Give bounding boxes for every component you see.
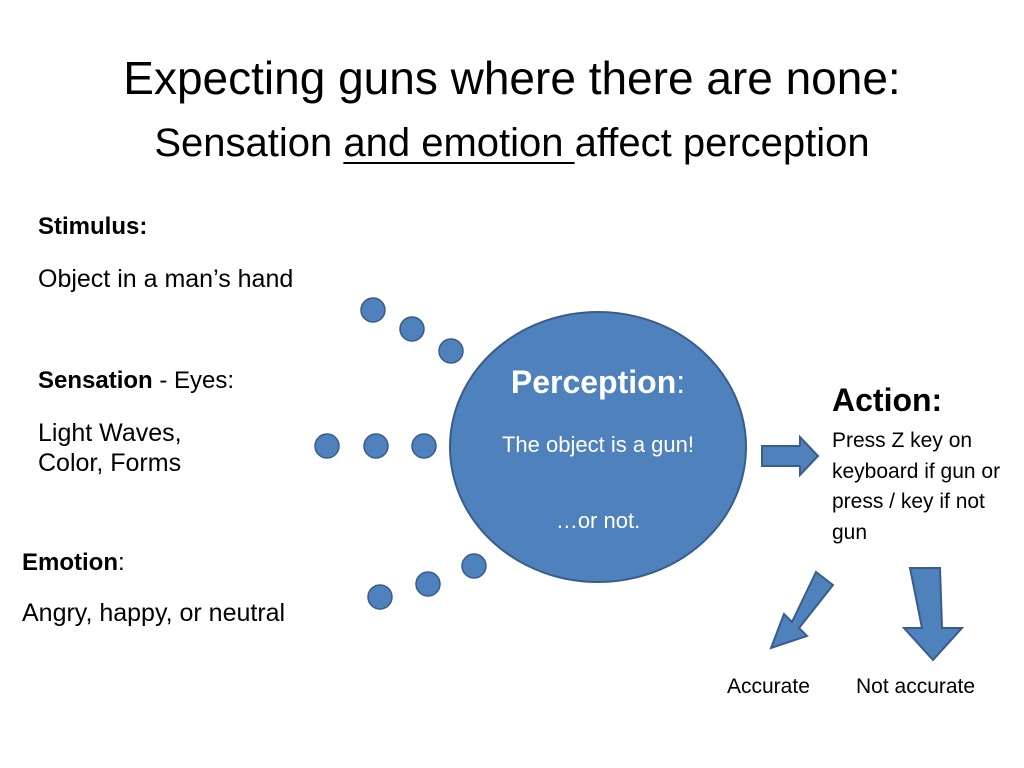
right-arrow-icon	[761, 434, 820, 478]
action-heading: Action:	[832, 382, 943, 418]
subtitle-part-2: affect perception	[574, 121, 870, 165]
perception-heading-suffix: :	[676, 364, 686, 400]
sensation-heading-suffix: - Eyes:	[152, 367, 235, 394]
sensation-heading: Sensation - Eyes:	[38, 366, 234, 396]
dot	[360, 297, 386, 323]
down-left-arrow-icon	[769, 570, 835, 650]
emotion-text: Angry, happy, or neutral	[22, 599, 286, 627]
subtitle-part-1: Sensation	[154, 121, 344, 165]
sensation-line-2: Color, Forms	[38, 449, 182, 477]
emotion-heading: Emotion:	[22, 548, 125, 578]
dot	[438, 338, 464, 364]
emotion-dots	[367, 553, 487, 610]
dot	[399, 316, 425, 342]
emotion-heading-bold: Emotion	[22, 549, 118, 576]
dot	[367, 584, 393, 610]
perception-heading: Perception:	[450, 362, 746, 402]
sensation-text: Light Waves,Color, Forms	[38, 418, 182, 478]
subtitle-underlined-part: and emotion	[343, 121, 575, 165]
down-arrow-icon	[901, 567, 965, 662]
action-text: Press Z key on keyboard if gun or press …	[832, 429, 1001, 544]
perception-label-group: Perception: The object is a gun! …or not…	[450, 312, 746, 582]
slide-title: Expecting guns where there are none:	[123, 52, 901, 104]
dot	[314, 433, 340, 459]
emotion-heading-suffix: :	[118, 549, 125, 576]
dot	[461, 553, 487, 579]
stimulus-heading: Stimulus:	[38, 213, 148, 240]
perception-circle	[449, 311, 747, 583]
stimulus-text: Object in a man’s hand	[38, 265, 294, 293]
not-accurate-label: Not accurate	[856, 675, 976, 698]
perception-text: The object is a gun!	[501, 432, 694, 457]
perception-alt-text: …or not.	[555, 508, 641, 533]
dot	[411, 433, 437, 459]
slide-subtitle: Sensation and emotion affect perception	[0, 118, 1024, 168]
dot	[415, 571, 441, 597]
sensation-dots	[314, 433, 437, 459]
stimulus-dots	[360, 297, 464, 364]
accurate-label: Accurate	[727, 675, 810, 698]
sensation-line-1: Light Waves,	[38, 419, 182, 447]
sensation-heading-bold: Sensation	[38, 367, 153, 394]
dot	[363, 433, 389, 459]
perception-heading-bold: Perception	[510, 364, 677, 400]
